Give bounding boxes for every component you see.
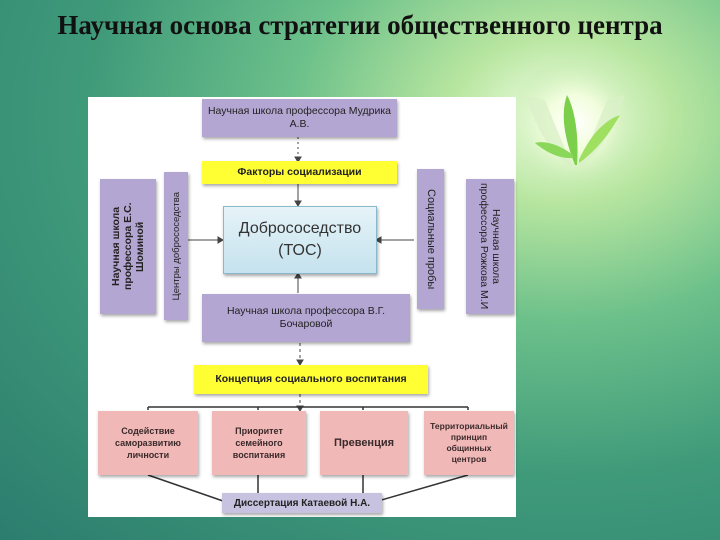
node-bocharova-label: Научная школа профессора В.Г. Бочаровой (226, 305, 386, 330)
node-centers-label: Центры добрососедства (170, 191, 182, 301)
node-territorial: Территориальный принцип общинных центров (424, 411, 514, 475)
node-concept: Концепция социального воспитания (194, 365, 428, 394)
node-self-development-label: Содействие саморазвитию личности (115, 426, 181, 460)
node-dissertation: Диссертация Катаевой Н.А. (222, 493, 382, 513)
node-prevention: Превенция (320, 411, 408, 475)
hands-sprout-icon (505, 60, 645, 200)
node-tos-label-1: Добрососедство (238, 220, 362, 237)
node-shomina-label: Научная школа профессора Е.С. Шоминой (110, 202, 146, 291)
node-rozhkov-label: Научная школа профессора Рожкова М.И (478, 183, 502, 310)
page-title: Научная основа стратегии общественного ц… (57, 10, 663, 40)
node-tos: Добрососедство (ТОС) (223, 206, 377, 274)
node-territorial-label: Территориальный принцип общинных центров (430, 421, 508, 464)
node-dissertation-label: Диссертация Катаевой Н.А. (233, 497, 371, 509)
node-self-development: Содействие саморазвитию личности (98, 411, 198, 475)
node-rozhkov: Научная школа профессора Рожкова М.И (466, 179, 514, 314)
node-tos-label-2: (ТОС) (278, 242, 322, 259)
node-social-trials: Социальные пробы (417, 169, 444, 309)
connector-lines (147, 137, 469, 502)
node-social-trials-label: Социальные пробы (425, 188, 437, 290)
node-family-priority: Приоритет семейного воспитания (212, 411, 306, 475)
node-shomina: Научная школа профессора Е.С. Шоминой (100, 179, 156, 314)
node-centers: Центры добрососедства (164, 172, 188, 320)
node-factors-label: Факторы социализации (237, 166, 362, 178)
node-mudrik: Научная школа профессора Мудрика А.В. (202, 99, 397, 137)
node-family-priority-label: Приоритет семейного воспитания (232, 426, 286, 460)
node-prevention-label: Превенция (333, 437, 395, 449)
node-factors: Факторы социализации (202, 161, 397, 184)
node-concept-label: Концепция социального воспитания (215, 373, 407, 385)
node-mudrik-label: Научная школа профессора Мудрика А.В. (207, 105, 392, 130)
diagram-panel: Научная школа профессора Мудрика А.В. Фа… (88, 97, 516, 517)
node-bocharova: Научная школа профессора В.Г. Бочаровой (202, 294, 410, 342)
